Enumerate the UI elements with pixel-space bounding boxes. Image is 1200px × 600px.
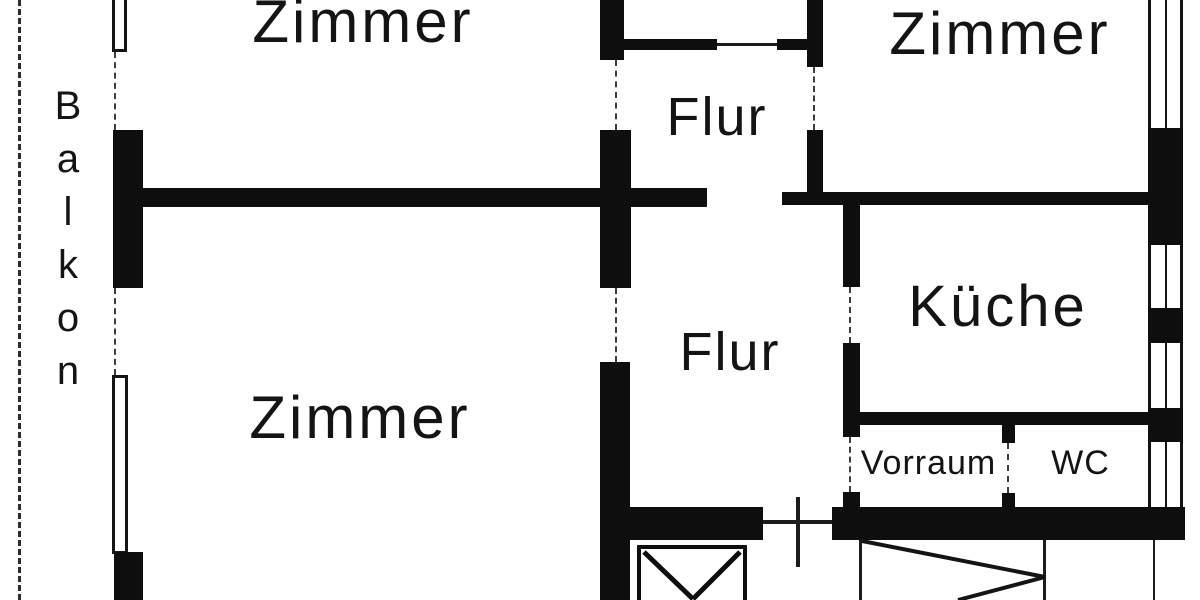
flur-top-wall-right bbox=[777, 39, 811, 50]
flur-right-wall-bottom bbox=[807, 130, 823, 193]
stair-chevron-lower bbox=[957, 575, 1046, 600]
stair-chevron-upper bbox=[861, 539, 1046, 579]
facade-pier-2 bbox=[1148, 308, 1183, 343]
left-wall-opening-dash-mid bbox=[114, 288, 116, 375]
balcony-door-symbol bbox=[112, 0, 127, 52]
door-dash-vorraum bbox=[849, 437, 851, 492]
facade-window-kueche-2 bbox=[1148, 343, 1183, 408]
label-wc: WC bbox=[1051, 444, 1110, 482]
main-horizontal-wall bbox=[140, 188, 707, 207]
kueche-bottom-wall bbox=[857, 412, 1150, 425]
left-exterior-wall-lower bbox=[114, 552, 143, 600]
label-balkon: Balkon bbox=[46, 84, 90, 402]
facade-window-wc bbox=[1148, 442, 1183, 507]
facade-window-kueche-1 bbox=[1148, 245, 1183, 308]
label-kueche: Küche bbox=[908, 274, 1088, 339]
facade-window-zimmer-right bbox=[1148, 0, 1183, 128]
center-wall-top-segment bbox=[600, 0, 624, 60]
door-dash-zimmer-top-left bbox=[615, 60, 617, 130]
label-vorraum: Vorraum bbox=[860, 444, 997, 482]
bottom-wall-right bbox=[832, 507, 1185, 540]
zimmer-kueche-divider-wall bbox=[782, 192, 1150, 205]
label-flur-lower: Flur bbox=[679, 322, 781, 382]
stair-edge-mid bbox=[1043, 540, 1046, 600]
kueche-left-wall-upper bbox=[843, 205, 860, 287]
facade-pier-1 bbox=[1148, 128, 1183, 245]
label-zimmer-bottom-left: Zimmer bbox=[249, 384, 471, 451]
flur-top-wall-left bbox=[622, 39, 717, 50]
lift-shaft bbox=[637, 545, 747, 600]
left-wall-opening-dash-top bbox=[114, 52, 116, 130]
bottom-wall-left bbox=[630, 507, 763, 540]
flur-top-door-line bbox=[717, 43, 777, 46]
door-dash-zimmer-bottom-left bbox=[615, 288, 617, 362]
balcony-outer-edge-line bbox=[18, 0, 21, 600]
center-wall-mid-segment bbox=[600, 130, 631, 288]
vorraum-left-wall-stub bbox=[843, 492, 860, 507]
label-zimmer-top-right: Zimmer bbox=[889, 0, 1111, 67]
center-wall-bottom-segment bbox=[600, 362, 630, 600]
balcony-window-symbol bbox=[112, 375, 128, 554]
facade-pier-3 bbox=[1148, 408, 1183, 442]
left-exterior-wall-upper bbox=[113, 130, 143, 288]
kueche-left-wall-lower bbox=[843, 343, 860, 437]
stair-edge-right bbox=[1153, 540, 1155, 600]
door-dash-wc bbox=[1007, 443, 1009, 493]
wc-divider-wall-top bbox=[1002, 425, 1015, 443]
door-dash-kueche bbox=[849, 287, 851, 343]
door-dash-zimmer-top-right bbox=[813, 67, 815, 130]
label-zimmer-top-left: Zimmer bbox=[252, 0, 474, 55]
wc-divider-wall-bottom bbox=[1002, 493, 1015, 507]
entrance-door-cross bbox=[796, 497, 800, 567]
flur-right-wall-top bbox=[807, 0, 823, 67]
label-flur-upper: Flur bbox=[666, 87, 768, 147]
stair-edge-left bbox=[859, 540, 862, 600]
